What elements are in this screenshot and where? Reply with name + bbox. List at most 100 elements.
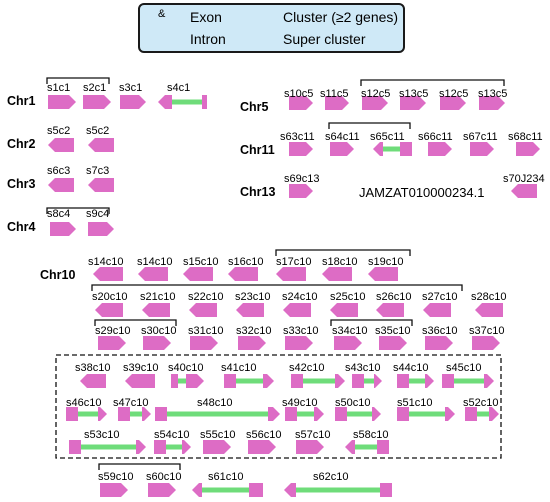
legend-super-cluster-label: Super cluster [283,31,366,47]
exon-arrow [203,440,231,454]
exon-block [400,142,412,156]
intron-bar [454,378,484,384]
exon-arrow [120,95,146,109]
gene-label: s13c5 [399,88,429,100]
exon-arrow [50,222,76,236]
intron-bar [81,444,136,450]
intron-bar [178,378,186,384]
cluster-bracket [46,207,110,214]
gene-label: s15c10 [183,256,219,268]
intron-bar [355,444,377,450]
gene-label: s62c10 [313,471,349,483]
exon-block [66,407,78,421]
gene-label: s22c10 [188,291,224,303]
gene-label: s9c4 [86,208,110,220]
gene-label: s48c10 [197,397,233,409]
intron-bar [409,378,425,384]
exon-arrow [228,267,258,281]
gene-label: s69c13 [284,173,320,185]
exon-arrow [125,374,155,388]
exon-arrow [289,142,313,156]
exon-arrow [138,267,168,281]
cluster-bracket [98,463,181,470]
exon-arrow [362,96,388,110]
exon-arrow [88,138,114,152]
gene-label: s2c1 [83,82,107,94]
exon-block [380,483,392,497]
gene-label: s23c10 [235,291,271,303]
gene-label: s53c10 [84,429,120,441]
intron-bar [167,411,268,417]
cluster-bracket [94,319,177,326]
gene-label: s17c10 [276,256,312,268]
exon-arrow [374,374,382,388]
gene-label: s26c10 [376,291,412,303]
gene-label: s44c10 [393,362,429,374]
gene-label: s67c11 [463,131,498,143]
gene-label: s8c4 [47,208,71,220]
gene-label: s35c10 [375,325,411,337]
gene-label: s39c10 [123,362,159,374]
exon-arrow [335,374,345,388]
gene-label: s4c1 [167,82,191,94]
intron-bar [409,411,445,417]
gene-label: s10c5 [284,88,314,100]
exon-block [171,374,178,388]
legend-box [138,3,405,53]
exon-arrow [345,440,355,454]
gene-label: s52c10 [463,397,499,409]
gene-label: s11c5 [320,88,349,100]
gene-label: s56c10 [246,429,282,441]
exon-arrow [475,303,503,317]
legend-intron-label: Intron [190,31,226,47]
gene-label: s6c3 [47,165,71,177]
exon-arrow [368,267,398,281]
exon-arrow [80,374,106,388]
legend-cluster-label: Cluster (≥2 genes) [283,9,399,25]
gene-label: s18c10 [322,256,358,268]
gene-label: s49c10 [282,397,318,409]
exon-arrow [158,95,172,109]
exon-arrow [516,142,540,156]
exon-block [397,374,409,388]
exon-arrow [142,407,151,421]
exon-arrow [88,222,114,236]
exon-arrow [372,407,381,421]
exon-arrow [325,96,349,110]
exon-arrow [95,303,123,317]
gene-label: s58c10 [353,429,389,441]
gene-label: s42c10 [289,362,325,374]
exon-arrow [48,138,74,152]
cluster-bracket [328,122,411,129]
intron-bar [297,411,314,417]
exon-arrow [98,336,126,350]
gene-label: s46c10 [66,397,102,409]
intron-bar [296,487,380,493]
gene-label: s40c10 [168,362,204,374]
exon-arrow [400,96,426,110]
exon-arrow [289,184,313,198]
gene-label: s70J234 [503,173,545,185]
legend-exon-joiner: & [158,8,166,20]
legend-exon-label: Exon [190,9,222,25]
exon-arrow [330,303,358,317]
exon-arrow [322,267,352,281]
gene-label: s7c3 [86,165,110,177]
exon-arrow [470,142,494,156]
exon-arrow [284,483,296,497]
exon-arrow [98,407,107,421]
gene-label: s65c11 [370,131,405,143]
intron-bar [202,487,249,493]
gene-label: s63c11 [280,131,315,143]
intron-bar [303,378,335,384]
gene-label: s51c10 [397,397,433,409]
exon-arrow [189,303,217,317]
exon-block [155,407,167,421]
cluster-bracket [360,79,505,86]
gene-label: s24c10 [282,291,318,303]
exon-arrow [334,336,362,350]
exon-block [352,374,364,388]
gene-label: s59c10 [98,471,134,483]
